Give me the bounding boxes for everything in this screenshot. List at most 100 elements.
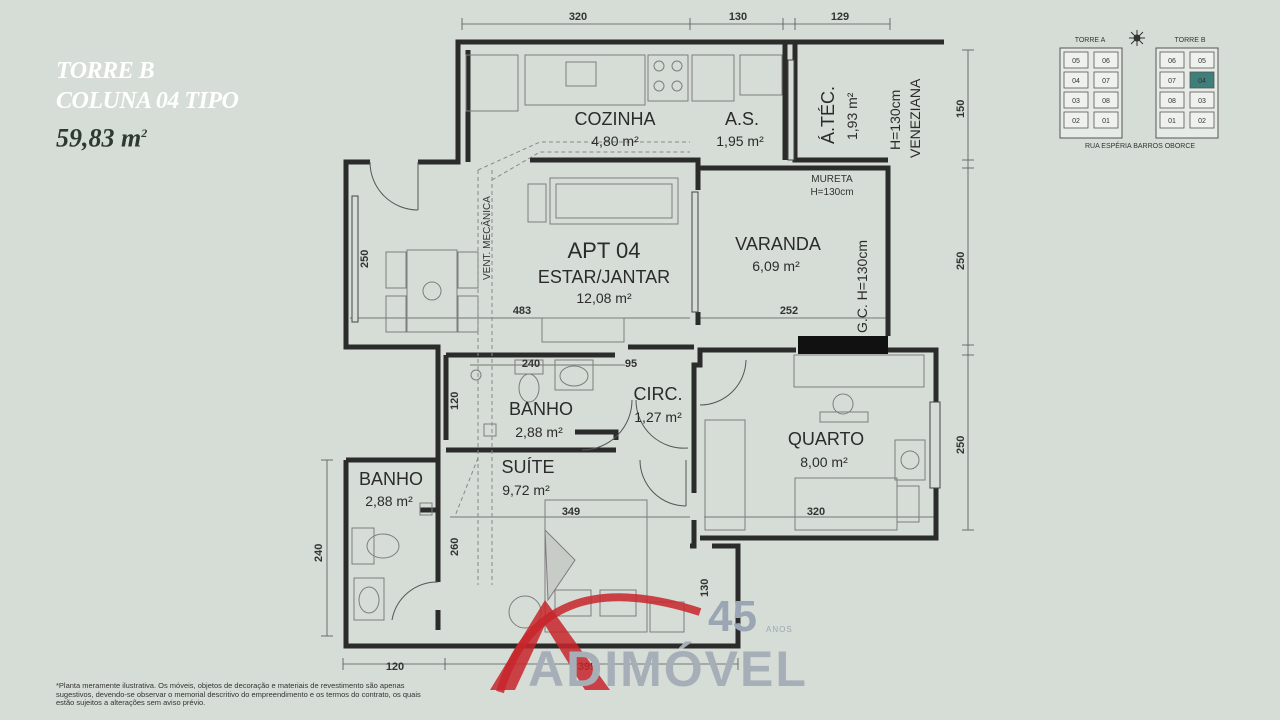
total-area: 59,83 m2 [56,116,238,156]
keyplan-unit-a-02 [1063,111,1089,129]
keyplan-unit-b-06 [1159,51,1185,69]
compass-icon [1129,30,1145,46]
keyplan-unit-label: 05 [1198,58,1206,65]
keyplan-unit-label: 08 [1102,98,1110,105]
mureta-height-label: H=130cm [810,187,853,198]
walls [343,39,944,649]
room-varanda-area: 6,09 m² [752,258,800,274]
bed-blanket [544,528,576,602]
room-estar-name: ESTAR/JANTAR [538,267,670,287]
dim-252: 252 [780,305,798,317]
keyplan-unit-b-04 [1189,71,1215,89]
apartment-number: APT 04 [568,238,641,263]
keyplan-unit-label: 04 [1072,78,1080,85]
keyplan-unit-b-01 [1159,111,1185,129]
total-area-value: 59,83 m [56,123,142,153]
keyplan-unit-a-04 [1063,71,1089,89]
room-banho-area: 2,88 m² [515,424,563,440]
keyplan-unit-b-07 [1159,71,1185,89]
room-circ-area: 1,27 m² [634,409,682,425]
dim-483: 483 [513,305,531,317]
total-area-unit: 2 [141,126,148,140]
keyplan-unit-label: 01 [1168,118,1176,125]
keyplan-unit-label: 01 [1102,118,1110,125]
dim-349: 349 [562,506,580,518]
keyplan-unit-b-02 [1189,111,1215,129]
key-plan: TORRE A TORRE B 05 06 04 07 03 08 02 01 06 05 07 04… [1059,30,1219,150]
dim-left-260: 260 [449,538,461,556]
keyplan-unit-label: 07 [1102,78,1110,85]
logo-years-label: ANOS [766,625,793,634]
dim-bottom-120: 120 [386,661,404,673]
keyplan-unit-a-05 [1063,51,1089,69]
room-suite-area: 9,72 m² [502,482,550,498]
room-estar-area: 12,08 m² [576,290,632,306]
windows [351,59,941,489]
keyplan-street: RUA ESPÉRIA BARROS OBORCE [1085,141,1195,150]
room-circ-name: CIRC. [634,384,683,404]
dim-left-120: 120 [449,392,461,410]
dim-130: 130 [699,579,711,597]
keyplan-unit-label: 07 [1168,78,1176,85]
room-banho-suite-area: 2,88 m² [365,493,413,509]
mureta-label: MURETA [811,174,853,185]
tower-label: TORRE B [56,58,155,84]
veneziana-label: VENEZIANA [907,78,923,158]
room-suite-name: SUÍTE [501,457,554,477]
logo-wordmark: ADIMÓVEL [528,641,808,697]
veneziana-wall-block [798,336,888,354]
vent-mecanica-label: VENT. MECÂNICA [480,196,493,280]
gc-height-label: G.C. H=130cm [854,240,870,333]
keyplan-unit-label: 06 [1168,58,1176,65]
dim-left-250: 250 [359,250,371,268]
dim-top-130: 130 [729,11,747,23]
disclaimer-note: *Planta meramente ilustrativa. Os móveis… [56,681,421,707]
plan-title: TORRE B COLUNA 04 TIPO 59,83 m2 [56,56,239,156]
room-cozinha-area: 4,80 m² [591,133,639,149]
keyplan-unit-label: 05 [1072,58,1080,65]
keyplan-unit-b-03 [1189,91,1215,109]
room-banho-suite-name: BANHO [359,469,423,489]
doors [369,161,747,621]
keyplan-unit-a-07 [1093,71,1119,89]
dim-top-320: 320 [569,11,587,23]
keyplan-unit-a-08 [1093,91,1119,109]
room-banho-name: BANHO [509,399,573,419]
room-quarto-name: QUARTO [788,429,864,449]
dim-240: 240 [522,358,540,370]
keyplan-torre-b: TORRE B [1175,37,1206,44]
keyplan-unit-label: 03 [1072,98,1080,105]
keyplan-unit-label: 03 [1198,98,1206,105]
room-as-name: A.S. [725,109,759,129]
dim-95: 95 [625,358,637,370]
dim-right-250b: 250 [955,436,967,454]
room-varanda-name: VARANDA [735,234,821,254]
room-cozinha-name: COZINHA [575,109,656,129]
keyplan-unit-a-01 [1093,111,1119,129]
keyplan-unit-b-08 [1159,91,1185,109]
keyplan-unit-a-06 [1093,51,1119,69]
keyplan-unit-label: 08 [1168,98,1176,105]
room-as-area: 1,95 m² [716,133,764,149]
column-label: COLUNA 04 TIPO [56,88,239,114]
keyplan-unit-label: 02 [1198,118,1206,125]
veneziana-height-label: H=130cm [887,90,903,150]
keyplan-unit-label: 06 [1102,58,1110,65]
logo-years: 45 [708,592,757,641]
keyplan-units: 05 06 04 07 03 08 02 01 06 05 07 04 08 03 01 02 [1063,51,1215,129]
keyplan-unit-label: 04 [1198,78,1206,85]
keyplan-torre-a: TORRE A [1075,37,1106,44]
dim-left-240: 240 [313,544,325,562]
room-atec-name: Á.TÉC. [818,86,838,144]
vent-duct [454,141,690,585]
room-atec-area: 1,93 m² [844,92,860,140]
logo-mark [490,593,702,694]
room-quarto-area: 8,00 m² [800,454,848,470]
keyplan-unit-label: 02 [1072,118,1080,125]
dim-top-129: 129 [831,11,849,23]
keyplan-unit-a-03 [1063,91,1089,109]
dim-320: 320 [807,506,825,518]
keyplan-unit-b-05 [1189,51,1215,69]
dim-right-250a: 250 [955,252,967,270]
